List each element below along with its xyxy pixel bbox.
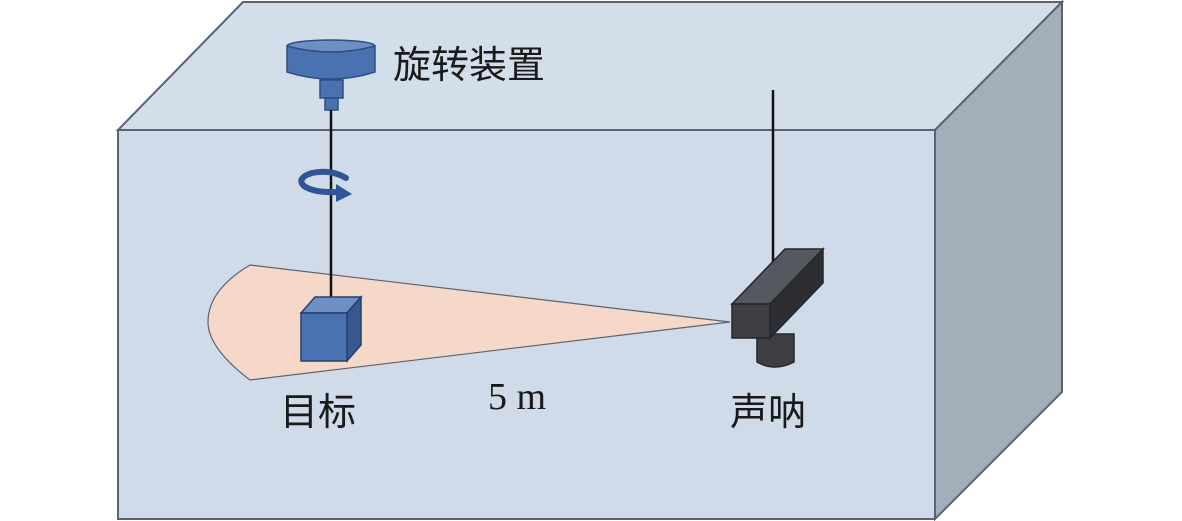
tank-top-face <box>115 1 1065 131</box>
target-cube <box>299 295 363 363</box>
distance-label: 5 m <box>488 376 546 418</box>
rotation-arrow-icon <box>298 168 352 202</box>
sonar-label: 声呐 <box>730 390 806 434</box>
rotation-device <box>286 39 376 111</box>
sonar-device <box>730 247 825 368</box>
rotation-device-label: 旋转装置 <box>393 43 545 87</box>
target-label: 目标 <box>280 390 356 434</box>
